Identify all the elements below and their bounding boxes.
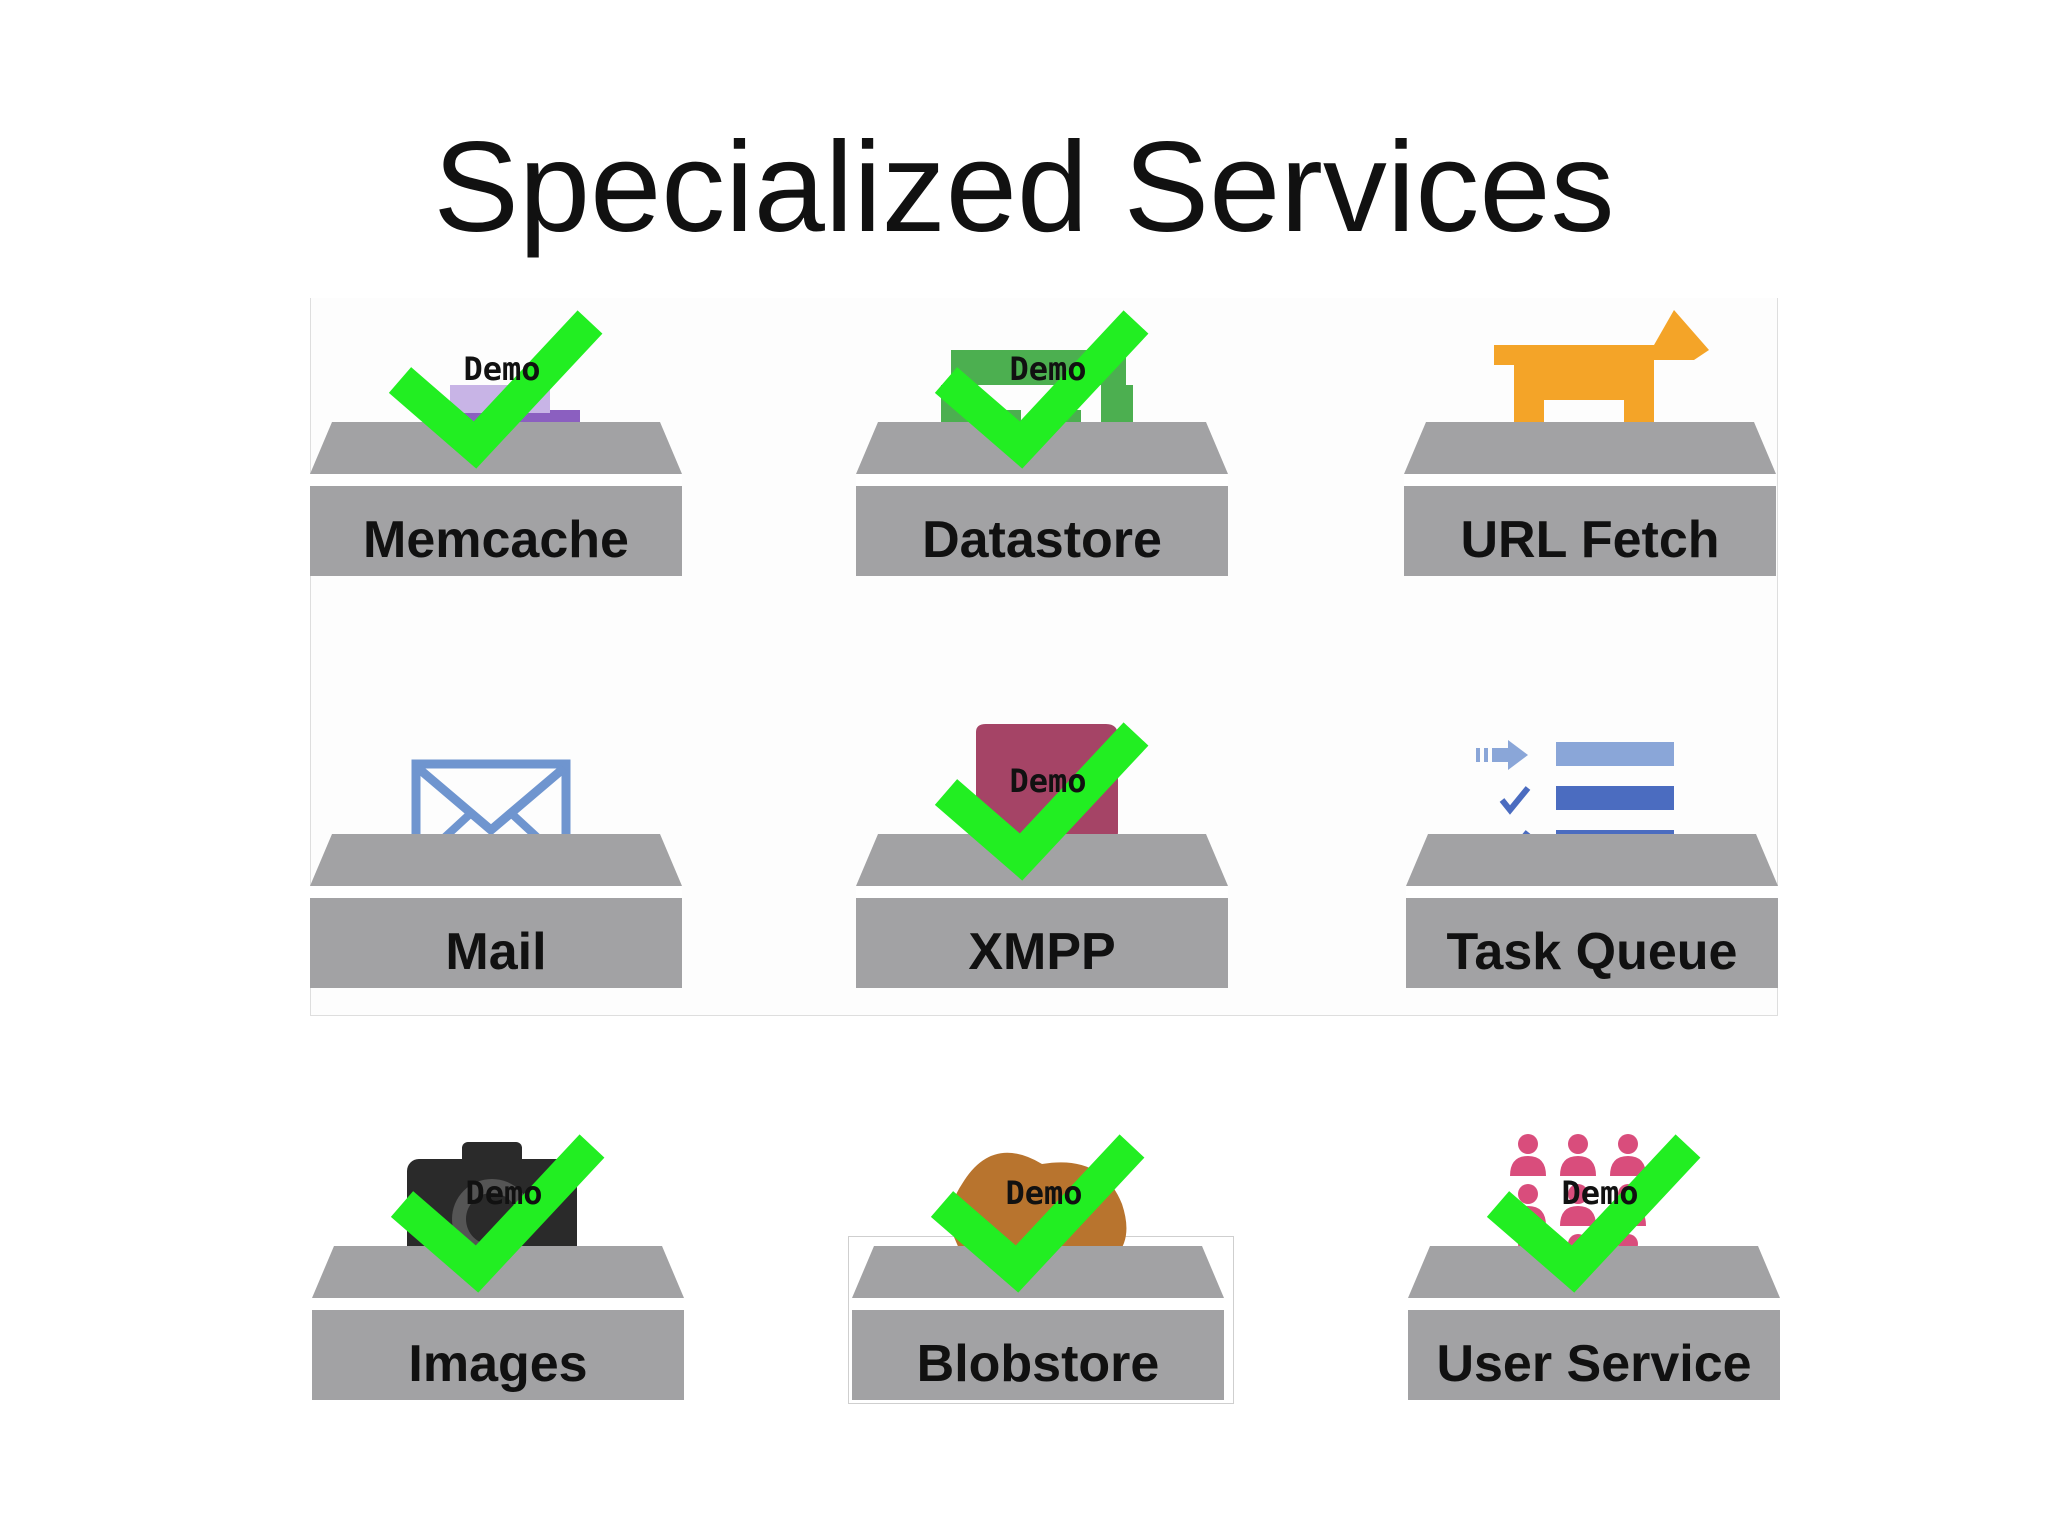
label-plate — [856, 486, 1228, 576]
platform-top — [310, 834, 682, 886]
service-label: Images — [408, 1335, 588, 1393]
service-label: Task Queue — [1446, 923, 1738, 981]
platform-top — [310, 422, 682, 474]
service-tile-url-fetch: URL Fetch — [1404, 290, 1776, 580]
slide-title: Specialized Services — [433, 116, 1615, 259]
platform-top — [1408, 1246, 1780, 1298]
checkmark-icon — [390, 1134, 605, 1293]
demo-badge: Demo — [1561, 1174, 1638, 1212]
service-label: XMPP — [968, 923, 1116, 981]
service-tile-mail: Mail — [310, 702, 682, 992]
service-art: Demo — [310, 310, 682, 576]
service-label: Memcache — [363, 511, 629, 569]
demo-badge: Demo — [1009, 350, 1086, 388]
service-art: Demo — [852, 1134, 1224, 1400]
label-plate — [1404, 486, 1776, 576]
label-plate — [1408, 1310, 1780, 1400]
checkmark-icon — [934, 310, 1149, 469]
platform-top — [312, 1246, 684, 1298]
checkmark-icon — [388, 310, 603, 469]
service-art — [1404, 310, 1776, 576]
service-label: Datastore — [922, 511, 1162, 569]
service-art — [1406, 740, 1778, 988]
label-plate — [1406, 898, 1778, 988]
label-plate — [312, 1310, 684, 1400]
checkmark-icon — [934, 722, 1149, 881]
platform-top — [856, 422, 1228, 474]
service-art: Demo — [312, 1134, 684, 1400]
label-plate — [856, 898, 1228, 988]
service-label: User Service — [1436, 1335, 1752, 1393]
platform-top — [852, 1246, 1224, 1298]
demo-badge: Demo — [1009, 762, 1086, 800]
demo-badge: Demo — [465, 1174, 542, 1212]
platform-top — [1404, 422, 1776, 474]
service-tile-task-queue: Task Queue — [1406, 702, 1778, 992]
service-art: Demo — [1408, 1134, 1780, 1400]
service-art: Demo — [856, 310, 1228, 576]
service-label: Blobstore — [916, 1335, 1160, 1393]
checkmark-icon — [930, 1134, 1145, 1293]
service-label: Mail — [445, 923, 547, 981]
platform-top — [856, 834, 1228, 886]
checkmark-icon — [1486, 1134, 1701, 1293]
service-label: URL Fetch — [1460, 511, 1720, 569]
label-plate — [310, 486, 682, 576]
demo-badge: Demo — [1005, 1174, 1082, 1212]
label-plate — [310, 898, 682, 988]
demo-badge: Demo — [463, 350, 540, 388]
service-art — [310, 759, 682, 988]
label-plate — [852, 1310, 1224, 1400]
platform-top — [1406, 834, 1778, 886]
service-art: Demo — [856, 722, 1228, 988]
